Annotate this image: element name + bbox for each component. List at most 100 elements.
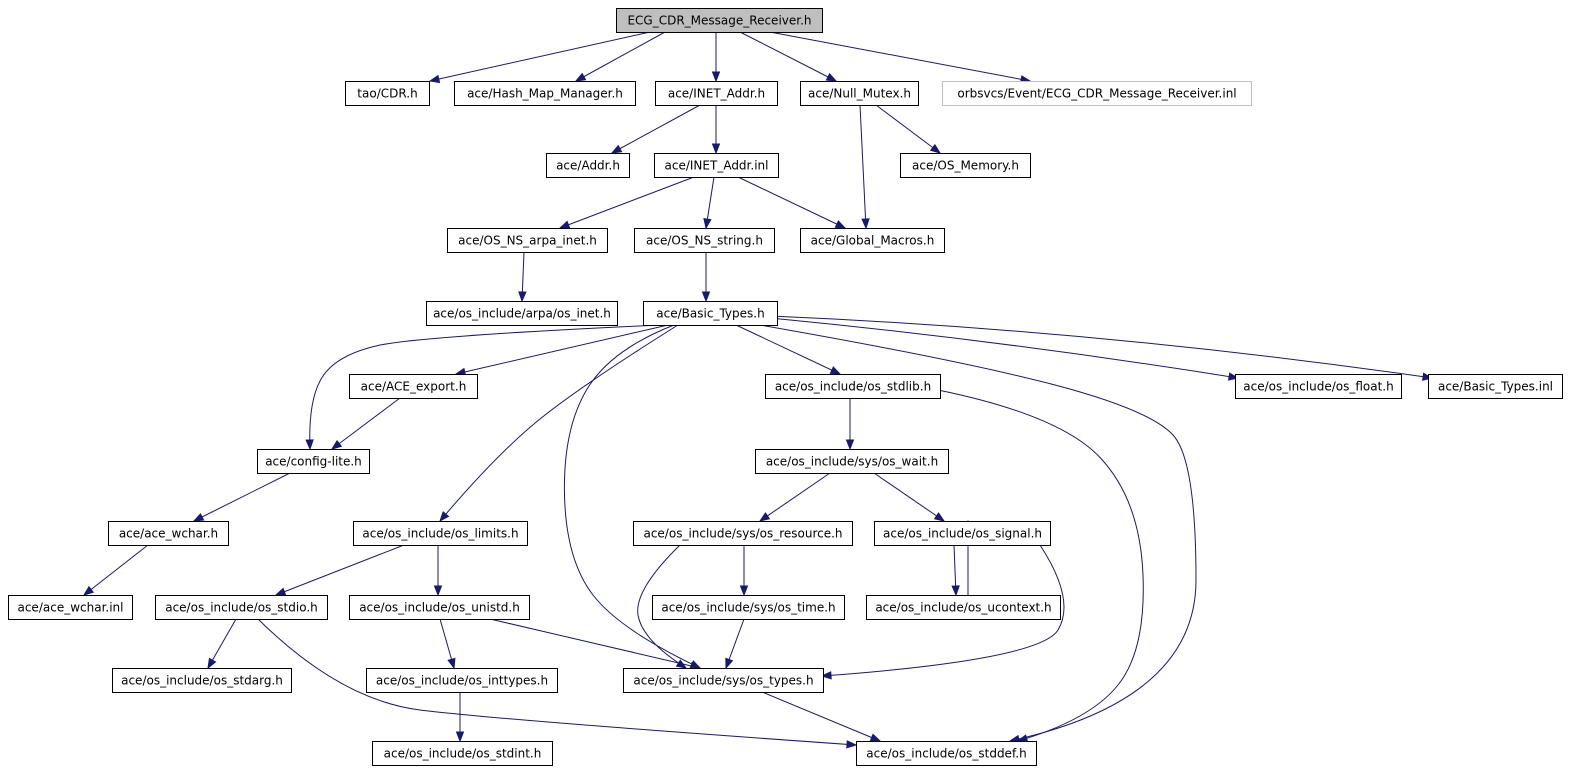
- node-os-ns-string[interactable]: ace/OS_NS_string.h: [634, 228, 775, 253]
- edge-os_stdlib-to-os_stddef: [937, 389, 1144, 743]
- arrowhead-icon: [610, 144, 623, 154]
- node-os-inttypes[interactable]: ace/os_include/os_inttypes.h: [366, 668, 558, 693]
- edge-root-to-null_mutex: [739, 31, 838, 82]
- node-os-stddef[interactable]: ace/os_include/os_stddef.h: [856, 741, 1037, 766]
- node-box: [112, 668, 292, 693]
- node-label: ace/OS_NS_string.h: [646, 234, 763, 248]
- node-label: ace/os_include/sys/os_resource.h: [643, 527, 842, 541]
- node-ecg-inl[interactable]: orbsvcs/Event/ECG_CDR_Message_Receiver.i…: [942, 81, 1252, 106]
- arrowhead-icon: [207, 657, 217, 670]
- node-os-stdlib[interactable]: ace/os_include/os_stdlib.h: [765, 374, 941, 399]
- node-arpa-os-inet[interactable]: ace/os_include/arpa/os_inet.h: [426, 301, 618, 326]
- edge-config_lite-to-ace_wchar_h: [192, 472, 291, 522]
- arrowhead-icon: [846, 740, 858, 749]
- node-box: [800, 228, 945, 253]
- edge-root-to-hash_map: [574, 31, 666, 82]
- node-ace-wchar-h[interactable]: ace/ace_wchar.h: [108, 521, 229, 546]
- node-box: [866, 595, 1061, 620]
- node-ace-export[interactable]: ace/ACE_export.h: [349, 374, 478, 399]
- edge-inet_addr_inl-to-os_ns_string: [703, 176, 715, 230]
- node-null-mutex[interactable]: ace/Null_Mutex.h: [800, 81, 919, 106]
- node-os-float[interactable]: ace/os_include/os_float.h: [1235, 374, 1402, 399]
- edge-os_signal-to-os_ucontext: [951, 544, 960, 597]
- node-sys-os-time[interactable]: ace/os_include/sys/os_time.h: [652, 595, 845, 620]
- node-box: [349, 374, 478, 399]
- arrowhead-icon: [834, 220, 847, 229]
- node-box: [874, 521, 1051, 546]
- arrowhead-icon: [820, 671, 832, 680]
- node-label: ace/os_include/os_stddef.h: [866, 747, 1026, 761]
- node-label: ace/Basic_Types.inl: [1438, 380, 1553, 394]
- node-box: [108, 521, 229, 546]
- node-box: [353, 521, 528, 546]
- node-label: ace/os_include/os_stdarg.h: [121, 674, 283, 688]
- node-box: [634, 228, 775, 253]
- node-basic-types[interactable]: ace/Basic_Types.h: [643, 301, 778, 326]
- node-inet-addr-h[interactable]: ace/INET_Addr.h: [655, 81, 778, 106]
- node-sys-os-wait[interactable]: ace/os_include/sys/os_wait.h: [755, 449, 949, 474]
- node-os-ucontext[interactable]: ace/os_include/os_ucontext.h: [866, 595, 1061, 620]
- arrowhead-icon: [758, 512, 771, 522]
- node-box: [546, 153, 630, 178]
- node-box: [643, 301, 778, 326]
- arrowhead-icon: [825, 72, 838, 82]
- node-root[interactable]: ECG_CDR_Message_Receiver.h: [616, 8, 823, 33]
- node-box: [257, 449, 370, 474]
- node-tao-cdr[interactable]: tao/CDR.h: [345, 81, 430, 106]
- node-box: [447, 228, 608, 253]
- node-os-memory[interactable]: ace/OS_Memory.h: [900, 153, 1031, 178]
- node-sys-os-resource[interactable]: ace/os_include/sys/os_resource.h: [633, 521, 853, 546]
- node-label: ace/OS_Memory.h: [912, 159, 1019, 173]
- node-label: ace/Addr.h: [556, 159, 620, 173]
- node-box: [633, 521, 853, 546]
- arrowhead-icon: [574, 72, 587, 82]
- node-hash-map[interactable]: ace/Hash_Map_Manager.h: [454, 81, 636, 106]
- edge-inet_addr_inl-to-os_ns_arpa: [558, 176, 695, 229]
- node-label: ace/os_include/os_stdlib.h: [775, 380, 931, 394]
- node-box: [942, 81, 1252, 106]
- node-label: ace/Null_Mutex.h: [808, 87, 911, 101]
- node-os-stdio[interactable]: ace/os_include/os_stdio.h: [155, 595, 328, 620]
- node-box: [900, 153, 1031, 178]
- node-label: ace/ACE_export.h: [361, 380, 467, 394]
- node-label: ace/os_include/os_stdio.h: [165, 601, 318, 615]
- node-label: ace/ace_wchar.h: [119, 527, 218, 541]
- node-addr-h[interactable]: ace/Addr.h: [546, 153, 630, 178]
- node-os-signal[interactable]: ace/os_include/os_signal.h: [874, 521, 1051, 546]
- node-label: ace/Global_Macros.h: [811, 234, 935, 248]
- node-label: ace/config-lite.h: [265, 455, 362, 469]
- arrowhead-icon: [711, 71, 721, 83]
- node-basic-types-inl[interactable]: ace/Basic_Types.inl: [1428, 374, 1563, 399]
- edge-os_limits-to-os_unistd: [433, 545, 443, 597]
- node-box: [349, 595, 530, 620]
- node-os-stdarg[interactable]: ace/os_include/os_stdarg.h: [112, 668, 292, 693]
- node-box: [765, 374, 941, 399]
- edge-inet_addr_inl-to-global_macros: [737, 176, 847, 229]
- node-inet-addr-inl[interactable]: ace/INET_Addr.inl: [654, 153, 779, 178]
- edge-os_stdio-to-os_stddef: [257, 618, 858, 749]
- node-os-stdint[interactable]: ace/os_include/os_stdint.h: [372, 741, 553, 766]
- edge-basic_types-to-config_lite: [305, 324, 661, 451]
- edge-inet_addr_h-to-inet_addr_inl: [711, 105, 721, 155]
- graph-nodes: ECG_CDR_Message_Receiver.h tao/CDR.h ace/H…: [8, 8, 1563, 766]
- arrowhead-icon: [82, 585, 95, 596]
- node-label: tao/CDR.h: [357, 87, 417, 101]
- arrowhead-icon: [439, 511, 450, 523]
- node-box: [454, 81, 636, 106]
- edge-os_stdio-to-os_stdarg: [207, 618, 237, 670]
- node-os-ns-arpa[interactable]: ace/OS_NS_arpa_inet.h: [447, 228, 608, 253]
- node-os-unistd[interactable]: ace/os_include/os_unistd.h: [349, 595, 530, 620]
- node-os-limits[interactable]: ace/os_include/os_limits.h: [353, 521, 528, 546]
- node-label: ace/os_include/os_float.h: [1243, 380, 1393, 394]
- node-label: ace/os_include/os_ucontext.h: [875, 601, 1051, 615]
- node-sys-os-types[interactable]: ace/os_include/sys/os_types.h: [623, 668, 824, 693]
- node-box: [8, 595, 133, 620]
- edge-os_inttypes-to-os_stdint: [455, 692, 465, 743]
- node-box: [1235, 374, 1402, 399]
- node-config-lite[interactable]: ace/config-lite.h: [257, 449, 370, 474]
- arrowhead-icon: [518, 291, 527, 303]
- node-box: [800, 81, 919, 106]
- node-global-macros[interactable]: ace/Global_Macros.h: [800, 228, 945, 253]
- node-ace-wchar-inl[interactable]: ace/ace_wchar.inl: [8, 595, 133, 620]
